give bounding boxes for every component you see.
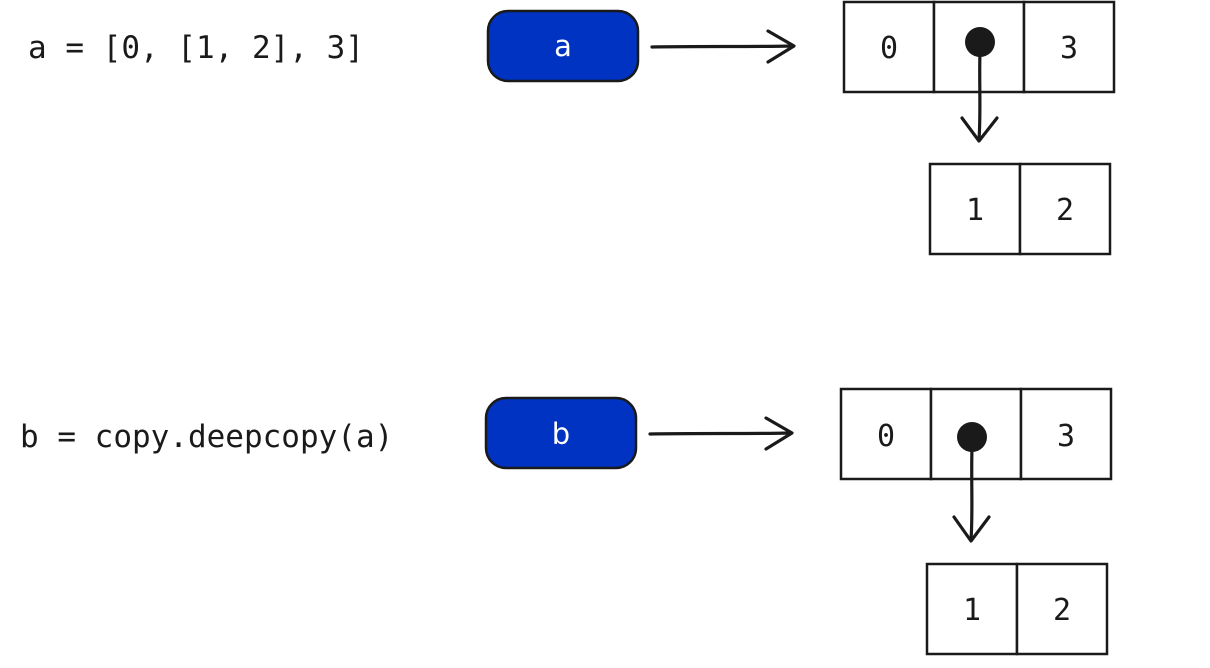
inner-list-a-value-0: 1 [966,193,984,228]
reference-arrow-b [648,416,794,451]
inner-list-a-value-1: 2 [1056,193,1074,228]
nested-arrow-a-head [960,116,999,143]
variable-box-b: b [484,396,638,470]
outer-list-a-value-0: 0 [880,31,898,66]
row-a: a = [0, [1, 2], 3] a 0 3 1 2 [28,0,1116,256]
variable-label-a: a [554,29,572,63]
variable-box-b-shape [484,396,638,470]
reference-arrow-b-head [764,416,794,451]
reference-arrow-a [650,29,796,64]
outer-list-b-cell-0 [839,387,933,481]
inner-list-b: 1 2 [925,562,1109,656]
outer-list-b-value-2: 3 [1057,419,1075,454]
inner-list-b-value-0: 1 [963,593,981,628]
inner-list-a: 1 2 [928,162,1112,256]
reference-arrow-b-shaft [648,431,793,436]
inner-list-b-value-1: 2 [1053,593,1071,628]
outer-list-b-cell-1 [929,387,1023,481]
nested-arrow-b-head [952,515,991,543]
inner-list-a-cell-1 [1018,162,1112,256]
outer-list-a-cell-0 [842,0,936,94]
pointer-dot-b [957,422,987,452]
code-line-b: b = copy.deepcopy(a) [20,419,393,455]
reference-arrow-a-head [766,29,796,64]
inner-list-a-cell-0 [928,162,1022,256]
pointer-dot-a [965,27,995,57]
code-line-a: a = [0, [1, 2], 3] [28,30,364,66]
inner-list-b-cell-0 [925,562,1019,656]
nested-arrow-b-shaft [969,446,974,542]
outer-list-b-value-0: 0 [877,419,895,454]
variable-box-a-shape [486,9,640,83]
nested-reference-arrow-b [952,446,991,543]
variable-box-a: a [486,9,640,83]
outer-list-a-value-2: 3 [1060,31,1078,66]
inner-list-b-cell-1 [1015,562,1109,656]
reference-arrow-a-shaft [650,44,795,49]
nested-arrow-a-shaft [977,50,982,142]
outer-list-b-cell-2 [1019,387,1113,481]
row-b: b = copy.deepcopy(a) b 0 3 1 2 [20,387,1113,656]
outer-list-b: 0 3 [839,387,1113,481]
nested-reference-arrow-a [960,50,999,143]
variable-label-b: b [552,417,570,451]
outer-list-a-cell-2 [1022,0,1116,94]
